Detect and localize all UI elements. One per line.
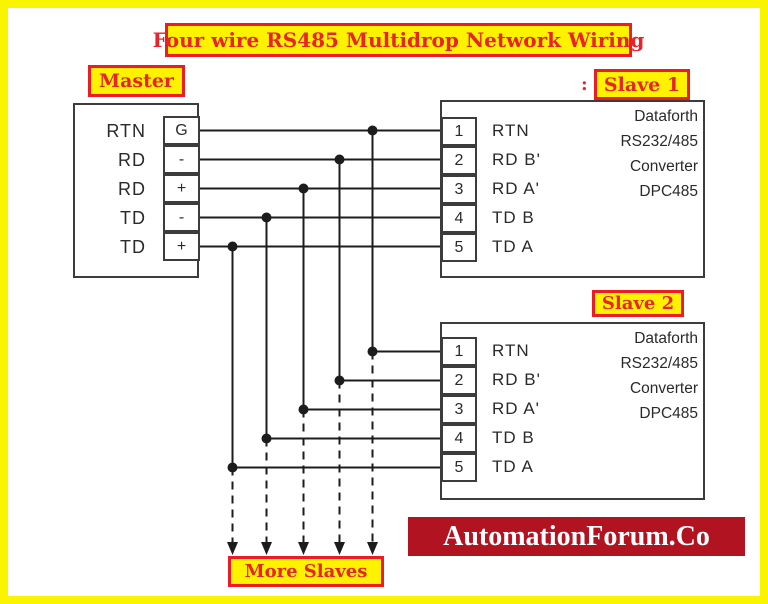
slave2-pin-label-rda: RD A' <box>492 399 540 418</box>
slave1-pin-label-tdb: TD B <box>492 208 535 227</box>
slave2-pin-1: 1 <box>441 337 477 366</box>
slave1-info-line-1: Dataforth <box>634 108 698 125</box>
arrow-heads <box>227 542 378 555</box>
slave2-pin-label-tdb: TD B <box>492 428 535 447</box>
slave2-pin-label-tda: TD A <box>492 457 534 476</box>
slave2-info-line-4: DPC485 <box>639 405 698 422</box>
master-terminal-td-plus: + <box>163 232 200 261</box>
automationforum-watermark: AutomationForum.Co <box>408 517 745 556</box>
master-signal-rd-minus: RD <box>118 150 146 170</box>
slave1-pin-4: 4 <box>441 204 477 233</box>
slave2-info-line-1: Dataforth <box>634 330 698 347</box>
slave1-label: Slave 1 <box>594 69 690 100</box>
master-signal-td-plus: TD <box>120 237 146 257</box>
slave1-info-line-3: Converter <box>629 158 698 175</box>
master-terminal-rd-minus: - <box>163 145 200 174</box>
diagram-title: Four wire RS485 Multidrop Network Wiring <box>153 23 644 57</box>
slave2-pin-2: 2 <box>441 366 477 395</box>
slave2-pin-4: 4 <box>441 424 477 453</box>
slave2-label: Slave 2 <box>592 290 684 317</box>
slave1-pin-1: 1 <box>441 117 477 146</box>
more-slaves-label: More Slaves <box>228 556 384 587</box>
dashed-drops <box>231 351 374 542</box>
slave1-info-line-4: DPC485 <box>639 183 698 200</box>
slave2-device-info: Dataforth RS232/485 Converter DPC485 <box>520 326 698 426</box>
master-signal-td-minus: TD <box>120 208 146 228</box>
slave1-pin-2: 2 <box>441 146 477 175</box>
slave1-info-line-2: RS232/485 <box>620 133 698 150</box>
slave1-pin-label-tda: TD A <box>492 237 534 256</box>
slave2-info-line-3: Converter <box>629 380 698 397</box>
master-terminal-g: G <box>163 116 200 145</box>
slave2-info-line-2: RS232/485 <box>620 355 698 372</box>
master-terminal-td-minus: - <box>163 203 200 232</box>
master-signal-rtn: RTN <box>106 121 146 141</box>
slave1-pin-label-rda: RD A' <box>492 179 540 198</box>
slave1-device-info: Dataforth RS232/485 Converter DPC485 <box>520 104 698 204</box>
master-signal-rd-plus: RD <box>118 179 146 199</box>
slave1-colon-mark: : <box>581 74 588 95</box>
slave1-pin-5: 5 <box>441 233 477 262</box>
slave1-pin-label-rtn: RTN <box>492 121 530 140</box>
slave1-pin-3: 3 <box>441 175 477 204</box>
master-terminal-rd-plus: + <box>163 174 200 203</box>
slave2-pin-label-rdb: RD B' <box>492 370 541 389</box>
wire-lines <box>198 129 443 542</box>
slave2-pin-label-rtn: RTN <box>492 341 530 360</box>
slave2-pin-3: 3 <box>441 395 477 424</box>
slave1-pin-label-rdb: RD B' <box>492 150 541 169</box>
master-label: Master <box>88 65 185 97</box>
junction-dots <box>227 125 378 473</box>
slave2-pin-5: 5 <box>441 453 477 482</box>
